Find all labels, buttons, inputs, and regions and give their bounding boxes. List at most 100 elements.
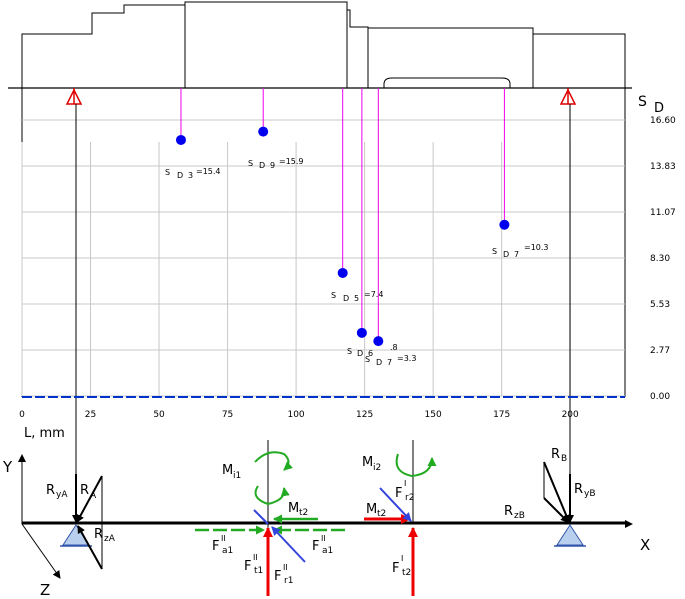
svg-text:i1: i1 [233, 471, 241, 481]
l-tick-label: 125 [356, 410, 373, 420]
z-axis-arrow [21, 523, 61, 579]
s-axis-title: S D [638, 94, 664, 116]
svg-text:3: 3 [188, 171, 193, 180]
support-a [60, 474, 103, 570]
point-label-3: S D 5 =7.4 [331, 290, 383, 303]
s-tick-label: 11.07 [650, 208, 676, 218]
force-fr2 [379, 487, 412, 522]
data-point [499, 219, 510, 230]
svg-text:S: S [365, 355, 370, 364]
svg-text:zB: zB [514, 511, 525, 521]
svg-text:9: 9 [270, 161, 275, 170]
svg-text:S: S [492, 247, 497, 256]
svg-text:t1: t1 [254, 566, 263, 576]
svg-text:t2: t2 [299, 508, 308, 518]
label-ra: R A [80, 483, 97, 501]
s-tick-label: 13.83 [650, 162, 676, 172]
support-marker-right [559, 88, 577, 105]
svg-text:II: II [283, 563, 288, 572]
label-fr1: F r1 II [274, 563, 293, 586]
svg-text:F: F [392, 561, 399, 576]
svg-text:=15.4: =15.4 [196, 167, 221, 176]
force-fr1-ext [253, 509, 269, 525]
label-rya: R yA [46, 483, 68, 500]
label-mi1: M i1 [222, 463, 241, 481]
svg-text:S: S [638, 94, 647, 110]
svg-text:II: II [221, 534, 226, 543]
svg-text:B: B [561, 454, 567, 464]
svg-text:M: M [288, 501, 299, 516]
force-fr1 [271, 526, 306, 563]
svg-text:F: F [212, 539, 219, 554]
svg-text:R: R [551, 447, 560, 462]
svg-text:I: I [404, 479, 406, 488]
label-fa1-right: F a1 II [312, 534, 333, 556]
l-tick-label: 150 [425, 410, 442, 420]
l-tick-label: 50 [153, 410, 165, 420]
point-label-2: S D 9 =15.9 [248, 157, 304, 170]
svg-text:M: M [362, 455, 373, 470]
svg-text:S: S [248, 159, 253, 168]
svg-text:a1: a1 [322, 546, 333, 556]
svg-text:=7.4: =7.4 [364, 290, 383, 299]
svg-text:F: F [395, 486, 402, 501]
support-b [543, 461, 586, 547]
y-axis-label: Y [2, 458, 13, 476]
label-ft1: F t1 II [244, 553, 263, 576]
svg-text:II: II [253, 553, 258, 562]
svg-text:i2: i2 [373, 463, 381, 473]
svg-text:=10.3: =10.3 [524, 243, 549, 252]
svg-text:R: R [80, 483, 89, 498]
point-label-1: S D 3 =15.4 [165, 167, 221, 180]
data-point [337, 267, 348, 278]
s-tick-label: 8.30 [650, 254, 670, 264]
l-tick-label: 75 [222, 410, 233, 420]
s-tick-label: 5.53 [650, 300, 670, 310]
label-mi2: M i2 [362, 455, 381, 473]
svg-text:R: R [94, 527, 103, 542]
svg-text:II: II [321, 534, 326, 543]
moment-mi2 [395, 453, 437, 478]
svg-text:.8: .8 [390, 343, 398, 352]
label-fr2: F r2 I [395, 479, 414, 503]
x-axis-label: X [640, 536, 650, 554]
svg-text:yB: yB [584, 489, 596, 499]
l-tick-label: 25 [85, 410, 96, 420]
data-point [373, 336, 384, 347]
label-fa1-left: F a1 II [212, 534, 233, 556]
svg-text:=3.3: =3.3 [397, 354, 416, 363]
svg-text:M: M [366, 502, 377, 517]
label-rza: R zA [94, 527, 116, 544]
plot-grid [21, 119, 625, 397]
svg-text:D: D [503, 250, 509, 259]
svg-text:F: F [244, 559, 251, 574]
svg-text:R: R [46, 483, 55, 498]
svg-text:R: R [504, 504, 513, 519]
label-mt2-left: M t2 [288, 501, 308, 518]
svg-text:S: S [331, 291, 336, 300]
point-label-6: S D 7 =10.3 [492, 243, 549, 259]
svg-text:S: S [165, 168, 170, 177]
l-tick-label: 100 [287, 410, 304, 420]
data-points [175, 126, 510, 347]
point-label-5: S D 7 =3.3 [365, 354, 416, 367]
data-point [258, 126, 269, 137]
svg-text:D: D [376, 358, 382, 367]
svg-text:F: F [274, 569, 281, 584]
svg-text:D: D [177, 171, 183, 180]
svg-text:r1: r1 [284, 576, 293, 586]
svg-text:A: A [90, 491, 97, 501]
support-marker-left [65, 88, 83, 105]
svg-text:yA: yA [56, 490, 68, 500]
svg-text:r2: r2 [405, 493, 414, 503]
svg-text:5: 5 [354, 294, 359, 303]
svg-text:R: R [574, 482, 583, 497]
label-ft2: F t2 I [392, 554, 411, 578]
s-tick-label: 2.77 [650, 346, 670, 356]
svg-text:zA: zA [104, 534, 116, 544]
shaft-outline [21, 1, 626, 88]
svg-text:6: 6 [368, 349, 373, 358]
moment-mi1 [254, 451, 293, 506]
